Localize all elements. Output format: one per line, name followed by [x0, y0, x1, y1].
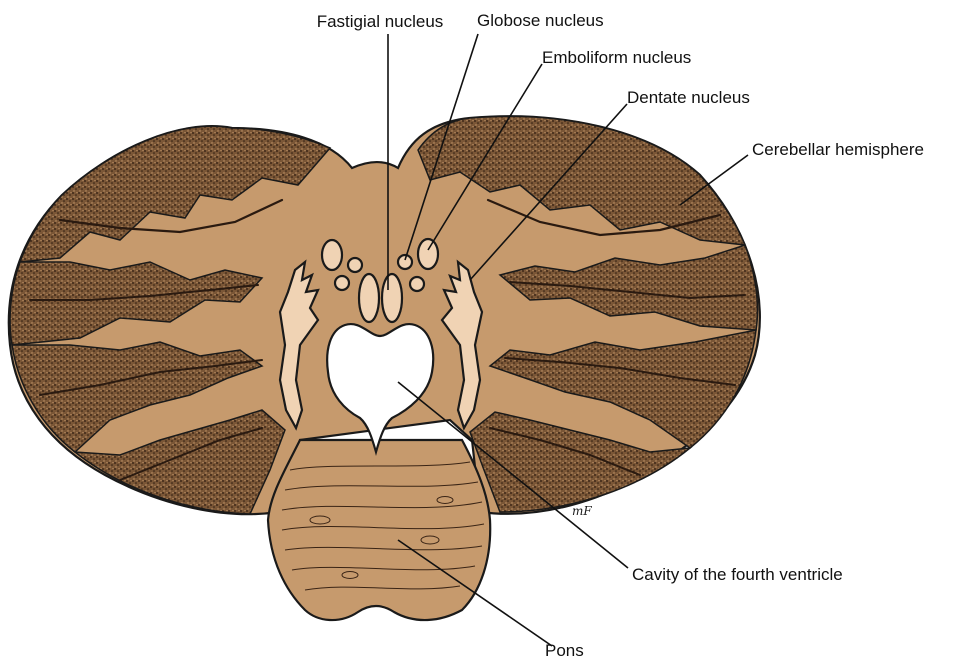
label-fourth-ventricle: Cavity of the fourth ventricle	[632, 565, 843, 584]
globose-nucleus-right-upper	[398, 255, 412, 269]
globose-nucleus-left-lower	[335, 276, 349, 290]
emboliform-nucleus-right	[418, 239, 438, 269]
label-dentate-nucleus: Dentate nucleus	[627, 88, 750, 107]
label-emboliform-nucleus: Emboliform nucleus	[542, 48, 691, 67]
fastigial-nucleus-left	[359, 274, 379, 322]
illustrator-signature: mF	[572, 504, 592, 518]
globose-nucleus-left-upper	[348, 258, 362, 272]
fastigial-nucleus-right	[382, 274, 402, 322]
label-fastigial-nucleus: Fastigial nucleus	[317, 12, 444, 31]
globose-nucleus-right-lower	[410, 277, 424, 291]
label-cerebellar-hemisphere: Cerebellar hemisphere	[752, 140, 924, 159]
label-globose-nucleus: Globose nucleus	[477, 11, 604, 30]
label-pons: Pons	[545, 641, 584, 659]
emboliform-nucleus-left	[322, 240, 342, 270]
pons	[268, 440, 490, 620]
